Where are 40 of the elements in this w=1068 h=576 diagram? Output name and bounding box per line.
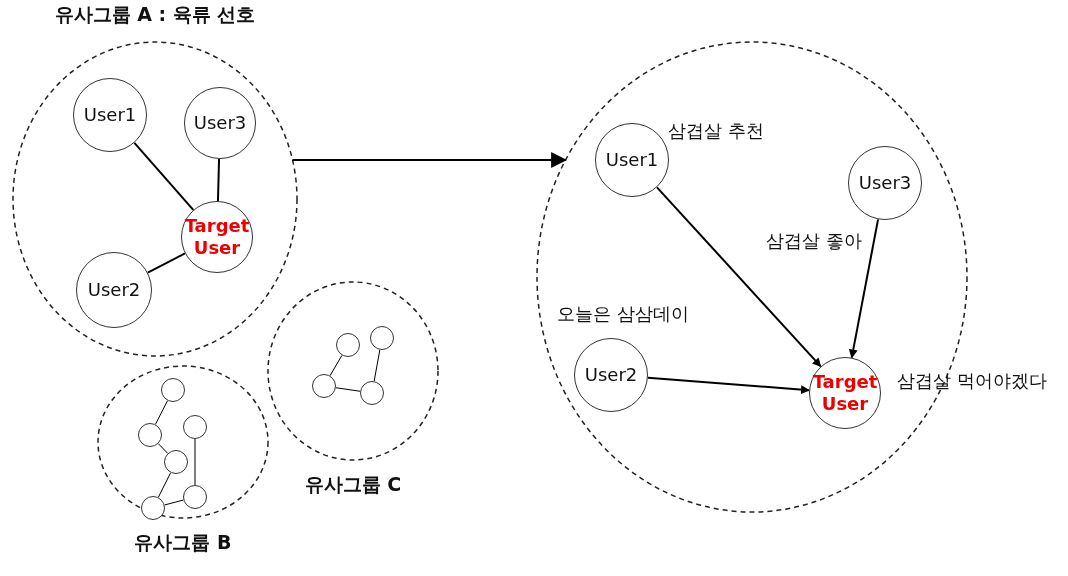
arrow [291, 152, 568, 168]
group-heading: 유사그룹 B [133, 530, 233, 555]
user-circle-small [183, 415, 207, 439]
user-circle: User1 [595, 123, 669, 197]
speech-note: 오늘은 삼삼데이 [557, 302, 689, 326]
connector-line [329, 354, 343, 377]
connector-line [157, 472, 172, 498]
user-circle: User1 [73, 78, 147, 152]
connector-line [216, 158, 221, 202]
user-circle: User2 [574, 338, 648, 412]
user-circle: Target User [809, 357, 881, 429]
connector-line [146, 252, 186, 274]
user-circle: Target User [181, 201, 253, 273]
speech-note: 삼겹살 좋아 [766, 229, 862, 253]
arrow [646, 376, 811, 395]
user-circle-small [138, 423, 162, 447]
user-circle-small [164, 450, 188, 474]
connector-line [335, 387, 361, 392]
connector-line [194, 438, 196, 486]
connector-line [373, 349, 381, 382]
user-circle: User2 [76, 252, 152, 328]
user-circle-small [161, 378, 185, 402]
connector-line [157, 443, 169, 454]
group-heading: 유사그룹 A : 육류 선호 [53, 2, 257, 27]
arrow [848, 218, 880, 359]
user-circle-small [360, 381, 384, 405]
arrow [655, 186, 822, 368]
group-heading: 유사그룹 C [303, 472, 403, 497]
speech-note: 삼겹살 추천 [668, 119, 764, 143]
connector-line [133, 141, 195, 211]
connector-line [164, 499, 184, 506]
user-circle-small [141, 496, 165, 520]
speech-note: 삼겹살 먹어야겠다 [897, 369, 1047, 393]
user-circle-small [312, 374, 336, 398]
user-circle: User3 [848, 146, 922, 220]
user-circle-small [336, 333, 360, 357]
user-circle-small [370, 326, 394, 350]
connector-line [154, 400, 169, 425]
user-circle: User3 [184, 87, 256, 159]
user-circle-small [183, 485, 207, 509]
